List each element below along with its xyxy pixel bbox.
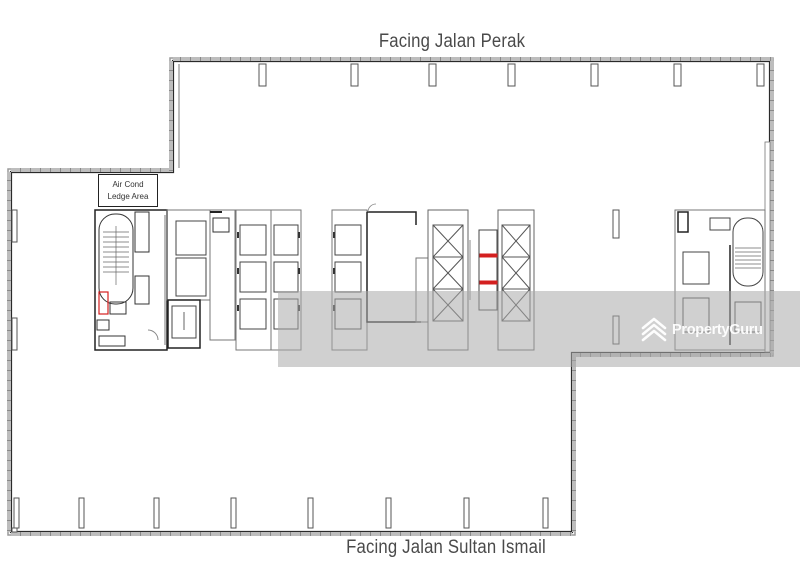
columns-top [258, 63, 765, 87]
columns-bottom [13, 497, 549, 529]
ac-ledge-line2: Ledge Area [107, 192, 149, 201]
propertyguru-logo-icon [641, 317, 667, 342]
ac-ledge-line1: Air Cond [112, 180, 144, 189]
air-cond-ledge-label: Air Cond Ledge Area [98, 174, 158, 207]
watermark: PropertyGuru [640, 315, 763, 345]
lift-core-small [166, 209, 236, 349]
watermark-brand: PropertyGuru [672, 322, 763, 338]
facing-label-top: Facing Jalan Perak [378, 31, 526, 52]
watermark-band [278, 291, 800, 367]
left-stair-core [94, 209, 168, 351]
columns-left [11, 209, 18, 533]
red-marker-2 [479, 280, 498, 285]
red-marker-1 [479, 253, 498, 258]
facing-label-bottom: Facing Jalan Sultan Ismail [346, 537, 546, 558]
